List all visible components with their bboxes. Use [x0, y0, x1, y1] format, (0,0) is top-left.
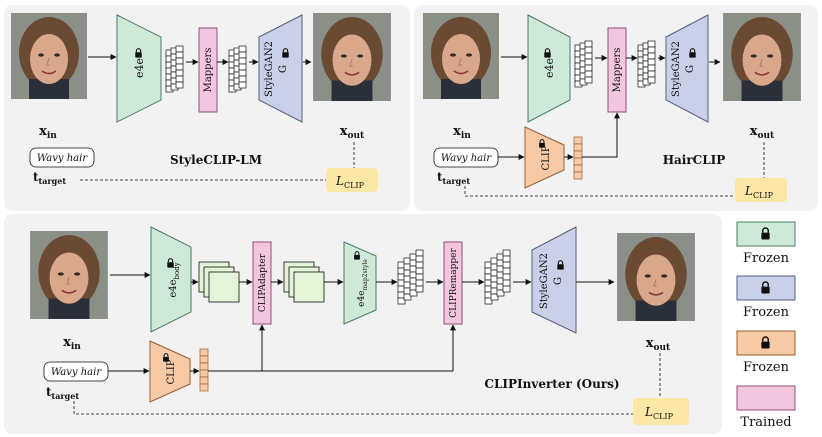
legend: Frozen Frozen Frozen Trained [736, 221, 796, 430]
method-name: CLIPInverter (Ours) [484, 377, 619, 391]
legend-item-frozen-blue: Frozen [736, 275, 796, 320]
svg-text:LCLIP: LCLIP [644, 405, 674, 421]
mappers-block: Mappers [607, 27, 627, 113]
clip-loss-box: LCLIP [326, 168, 378, 192]
latent-stack-1 [574, 40, 593, 88]
svg-text:StyleGAN2: StyleGAN2 [671, 41, 682, 97]
svg-text:Mappers: Mappers [612, 48, 623, 93]
svg-text:Wavy hair: Wavy hair [37, 153, 88, 164]
target-label: ttarget [46, 385, 79, 401]
svg-text:G: G [553, 277, 564, 285]
latent-stack-2 [637, 40, 656, 88]
legend-item-trained-pink: Trained [736, 385, 796, 430]
legend-item-frozen-orange: Frozen [736, 330, 796, 375]
svg-text:CLIPRemapper: CLIPRemapper [449, 247, 459, 317]
clip-encoder: CLIP [524, 126, 565, 189]
svg-text:e4emap2style: e4emap2style [357, 259, 369, 307]
e4e-map2style-encoder: e4emap2style [343, 241, 377, 325]
svg-text:Frozen: Frozen [743, 360, 790, 375]
latent-stack-1 [165, 45, 184, 93]
clip-loss-box: LCLIP [633, 398, 689, 425]
svg-text:CLIPAdapter: CLIPAdapter [258, 253, 268, 312]
svg-text:Mappers: Mappers [203, 48, 214, 93]
input-face-image [30, 231, 108, 319]
clipremapper-block: CLIPRemapper [443, 241, 463, 325]
output-face-image [616, 233, 696, 321]
svg-text:G: G [278, 65, 289, 73]
output-face-image [312, 13, 392, 101]
input-face-image [11, 13, 87, 99]
feature-maps-2 [283, 261, 325, 303]
latent-stack-2 [228, 45, 247, 93]
target-label: ttarget [33, 170, 66, 186]
target-label: ttarget [437, 170, 470, 186]
text-prompt-box: Wavy hair [433, 147, 499, 168]
input-label: xin [453, 124, 471, 141]
clip-embedding [573, 136, 583, 180]
svg-text:Frozen: Frozen [743, 251, 790, 266]
e4e-encoder: e4e [116, 14, 162, 123]
svg-text:G: G [685, 65, 696, 73]
text-prompt-box: Wavy hair [29, 147, 95, 168]
svg-text:e4ebody: e4ebody [168, 262, 181, 297]
clipadapter-block: CLIPAdapter [252, 241, 272, 325]
output-face-image [722, 13, 802, 101]
legend-item-frozen-green: Frozen [736, 221, 796, 266]
method-name: HairCLIP [663, 153, 726, 167]
output-label: xout [750, 124, 775, 141]
svg-text:Wavy hair: Wavy hair [51, 367, 102, 378]
panel-clipinverter [4, 214, 722, 434]
text-prompt-box: Wavy hair [43, 361, 109, 382]
clip-encoder: CLIP [149, 340, 191, 403]
input-label: xin [63, 335, 81, 352]
feature-maps-1 [198, 261, 240, 303]
output-label: xout [340, 124, 365, 141]
stylegan2-generator: StyleGAN2 G [531, 226, 577, 334]
e4e-body-encoder: e4ebody [150, 226, 192, 333]
svg-text:LCLIP: LCLIP [335, 174, 365, 190]
input-face-image [422, 13, 500, 99]
svg-text:LCLIP: LCLIP [744, 184, 774, 200]
svg-text:Trained: Trained [740, 415, 791, 430]
mappers-block: Mappers [198, 27, 218, 113]
svg-text:CLIP: CLIP [166, 359, 177, 384]
svg-text:Frozen: Frozen [743, 305, 790, 320]
stylegan2-generator: StyleGAN2 G [665, 14, 709, 123]
clip-embedding [199, 348, 209, 392]
svg-text:e4e: e4e [543, 58, 556, 78]
svg-text:StyleGAN2: StyleGAN2 [539, 253, 550, 309]
output-label: xout [646, 336, 671, 353]
input-label: xin [39, 124, 57, 141]
method-name: StyleCLIP-LM [170, 153, 262, 167]
svg-text:e4e: e4e [133, 58, 146, 78]
svg-text:Wavy hair: Wavy hair [441, 153, 492, 164]
clip-loss-box: LCLIP [735, 178, 787, 202]
e4e-encoder: e4e [527, 14, 571, 123]
svg-text:StyleGAN2: StyleGAN2 [264, 41, 275, 97]
svg-text:CLIP: CLIP [541, 145, 552, 170]
stylegan2-generator: StyleGAN2 G [258, 14, 303, 123]
